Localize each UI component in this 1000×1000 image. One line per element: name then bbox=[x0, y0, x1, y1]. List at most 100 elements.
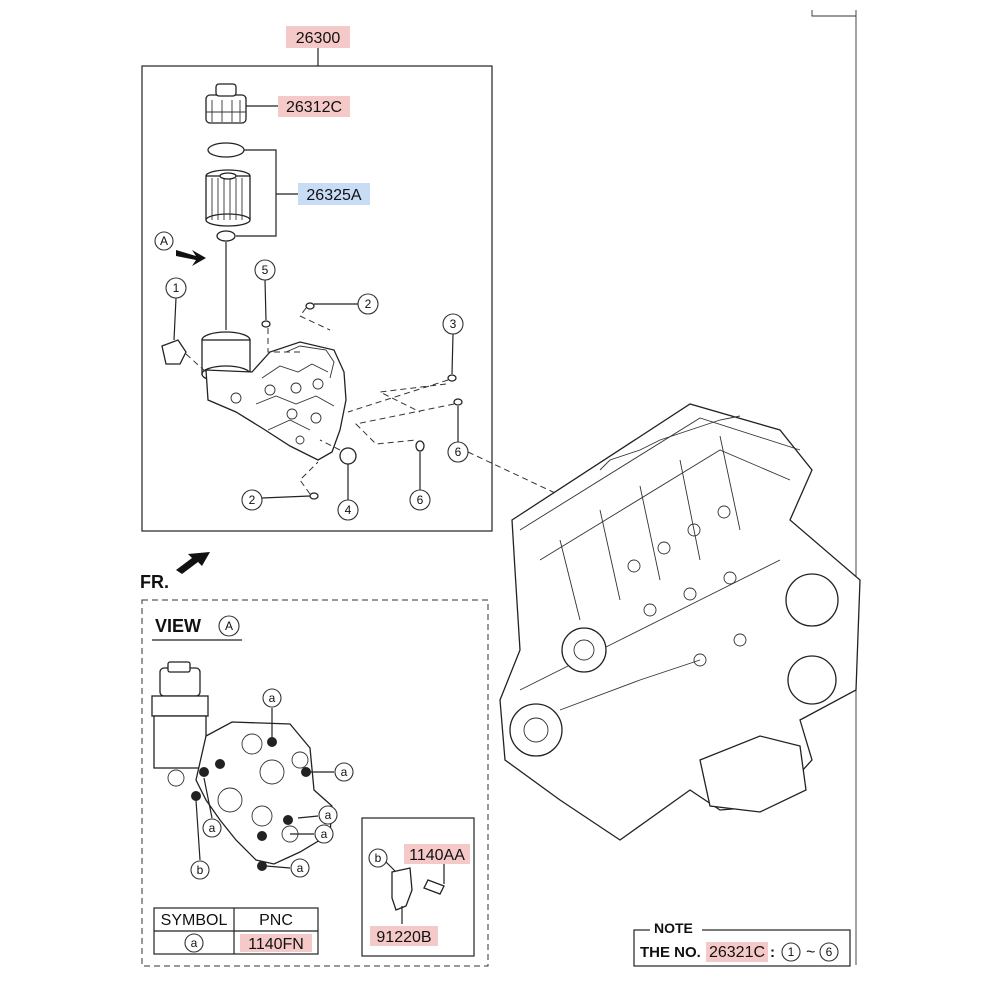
leader-line bbox=[297, 815, 319, 819]
note-box: NOTE THE NO. : 1 ~ 6 bbox=[633, 920, 851, 967]
svg-text:2: 2 bbox=[249, 493, 256, 507]
symbol-a-label: a bbox=[191, 936, 198, 950]
filter-cap-part bbox=[205, 83, 247, 124]
svg-text:6: 6 bbox=[417, 493, 424, 507]
note-tilde: ~ bbox=[806, 944, 815, 961]
pnc-highlight bbox=[370, 926, 438, 946]
callout-6-bottom: 6 bbox=[409, 489, 431, 511]
note-colon: : bbox=[770, 944, 775, 961]
o-ring-5 bbox=[261, 320, 271, 328]
note-to: 6 bbox=[826, 945, 833, 959]
front-arrow-icon bbox=[176, 552, 210, 574]
bracket-line bbox=[236, 149, 277, 237]
leader-line bbox=[195, 799, 201, 861]
svg-text:a: a bbox=[209, 821, 216, 835]
dash-line bbox=[185, 353, 207, 373]
callout-2-bottom: 2 bbox=[241, 489, 263, 511]
o-ring-6-bottom bbox=[415, 440, 425, 452]
pnc-highlight bbox=[298, 183, 370, 205]
view-a-panel: VIEW A bbox=[141, 599, 489, 967]
pnc-highlight bbox=[240, 934, 312, 952]
o-ring-2-top bbox=[305, 302, 315, 310]
corner-mark bbox=[811, 10, 856, 17]
filter-element-part bbox=[205, 169, 251, 227]
callout-6-right: 6 bbox=[447, 441, 469, 463]
svg-text:2: 2 bbox=[365, 297, 372, 311]
svg-text:3: 3 bbox=[450, 317, 457, 331]
callout-a-5: a bbox=[290, 858, 310, 878]
callout-4: 4 bbox=[337, 499, 359, 521]
bracket-pnc[interactable]: 91220B bbox=[376, 929, 431, 946]
svg-text:6: 6 bbox=[455, 445, 462, 459]
fastener-pnc[interactable]: 1140FN bbox=[248, 936, 304, 953]
bracket-box: b bbox=[361, 817, 475, 957]
callout-a-3: a bbox=[318, 805, 338, 825]
view-a-marker bbox=[154, 231, 174, 251]
pnc-highlight bbox=[278, 96, 350, 117]
o-ring-6-right bbox=[453, 398, 463, 406]
dash-line bbox=[354, 403, 455, 445]
leader-line bbox=[451, 333, 454, 375]
dash-line bbox=[378, 383, 447, 413]
view-arrow-icon bbox=[176, 250, 206, 266]
dash-line bbox=[299, 307, 331, 331]
pnc-header: PNC bbox=[259, 912, 293, 929]
dash-line bbox=[299, 461, 319, 495]
svg-text:a: a bbox=[325, 808, 332, 822]
assembly-group: 26300 26312C bbox=[141, 26, 493, 532]
pnc-highlight bbox=[706, 942, 768, 962]
view-title-marker-label: A bbox=[225, 619, 233, 633]
assembly-pnc[interactable]: 26300 bbox=[296, 30, 341, 47]
leader-line bbox=[173, 297, 177, 341]
engine-link-line bbox=[467, 451, 571, 501]
symbol-pnc-table: SYMBOL PNC a bbox=[153, 907, 319, 955]
svg-text:a: a bbox=[269, 691, 276, 705]
note-prefix: THE NO. bbox=[640, 944, 701, 961]
svg-text:a: a bbox=[297, 861, 304, 875]
dash-line bbox=[347, 379, 449, 413]
svg-text:a: a bbox=[341, 765, 348, 779]
bolt-pnc[interactable]: 1140AA bbox=[409, 847, 465, 864]
cap-pnc[interactable]: 26312C bbox=[286, 99, 342, 116]
callout-a-6: a bbox=[202, 818, 222, 838]
view-frame bbox=[141, 599, 489, 967]
callout-2-top: 2 bbox=[357, 293, 379, 315]
symbol-a-marker bbox=[184, 933, 204, 953]
leader-line bbox=[264, 279, 267, 321]
symbol-header: SYMBOL bbox=[161, 912, 228, 929]
note-from-marker bbox=[781, 942, 801, 962]
callout-b: b bbox=[190, 860, 210, 880]
o-ring-bottom bbox=[216, 230, 236, 242]
svg-text:b: b bbox=[197, 863, 204, 877]
bracket-part bbox=[391, 867, 413, 911]
element-pnc[interactable]: 26325A bbox=[306, 187, 361, 204]
leader-line bbox=[265, 865, 291, 869]
oil-filter-module bbox=[201, 331, 347, 461]
oring-kit-pnc[interactable]: 26321C bbox=[709, 944, 765, 961]
bracket-symbol-b bbox=[368, 848, 388, 868]
callout-1: 1 bbox=[165, 277, 187, 299]
callout-a-4: a bbox=[314, 824, 334, 844]
o-ring-2-bottom bbox=[309, 492, 319, 500]
pnc-highlight bbox=[404, 844, 470, 864]
o-ring-top bbox=[207, 142, 245, 158]
dash-line bbox=[319, 439, 341, 451]
o-ring-4 bbox=[339, 447, 357, 465]
front-label: FR. bbox=[140, 572, 169, 592]
assembly-frame bbox=[141, 65, 493, 532]
bolt-part bbox=[423, 879, 445, 895]
svg-text:4: 4 bbox=[345, 503, 352, 517]
module-view-illustration bbox=[151, 661, 333, 871]
leader-line bbox=[203, 777, 213, 819]
view-a-marker-label: A bbox=[160, 234, 168, 248]
svg-text:a: a bbox=[321, 827, 328, 841]
gasket-1 bbox=[161, 339, 187, 365]
pnc-highlight bbox=[286, 26, 350, 48]
callout-3: 3 bbox=[442, 313, 464, 335]
o-ring-3 bbox=[447, 374, 457, 382]
note-title: NOTE bbox=[654, 920, 693, 936]
callout-5: 5 bbox=[254, 259, 276, 281]
svg-text:5: 5 bbox=[262, 263, 269, 277]
svg-text:1: 1 bbox=[173, 281, 180, 295]
